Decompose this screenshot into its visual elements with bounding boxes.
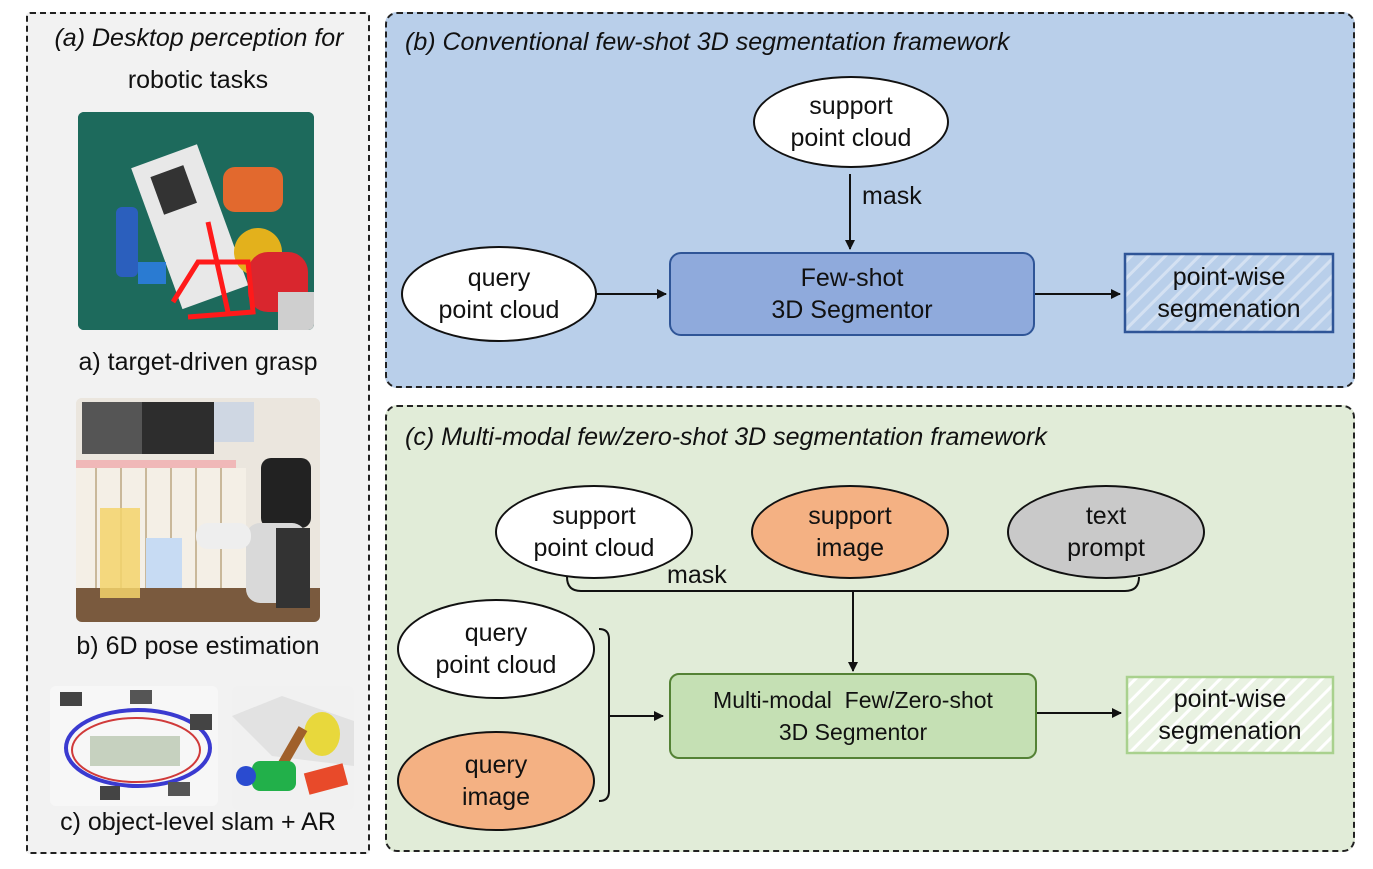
point-wise-segmentation-output: point-wise segmenation xyxy=(1127,677,1333,753)
panel-c-connectors xyxy=(566,576,1335,802)
segmentor-line2: 3D Segmentor xyxy=(771,296,933,324)
query-brace xyxy=(598,628,610,802)
pose-photo xyxy=(76,398,320,622)
query-image-node: query image xyxy=(397,731,595,831)
caption-slam-ar: c) object-level slam + AR xyxy=(60,808,336,836)
grasp-photo xyxy=(78,112,314,330)
output-line1: point-wise xyxy=(1172,263,1286,291)
support-img-line1: support xyxy=(808,502,892,530)
text-line1: text xyxy=(1085,502,1127,530)
mask-label: mask xyxy=(667,561,727,589)
support-img-line2: image xyxy=(815,534,885,562)
panel-multimodal-framework: (c) Multi-modal few/zero-shot 3D segment… xyxy=(385,405,1355,852)
panel-b-connectors xyxy=(597,174,1335,334)
output-line2: segmenation xyxy=(1158,717,1302,745)
output-line1: point-wise xyxy=(1173,685,1287,713)
support-pc-line2: point cloud xyxy=(533,534,655,562)
panel-conventional-framework: (b) Conventional few-shot 3D segmentatio… xyxy=(385,12,1355,388)
segmentor-line2: 3D Segmentor xyxy=(778,719,928,745)
support-line2: point cloud xyxy=(790,124,912,152)
query-img-line1: query xyxy=(464,751,528,779)
support-pc-line1: support xyxy=(552,502,636,530)
output-line2: segmenation xyxy=(1157,295,1301,323)
query-point-cloud-node: query point cloud xyxy=(397,599,595,699)
query-point-cloud-node: query point cloud xyxy=(401,246,597,342)
multimodal-segmentor-box: Multi-modal Few/Zero-shot 3D Segmentor xyxy=(669,673,1037,759)
support-image-node: support image xyxy=(751,485,949,579)
query-line1: query xyxy=(467,264,531,292)
few-shot-segmentor-box: Few-shot 3D Segmentor xyxy=(669,252,1035,336)
text-line2: prompt xyxy=(1067,534,1145,562)
support-point-cloud-node: support point cloud xyxy=(495,485,693,579)
query-line2: point cloud xyxy=(438,296,560,324)
panel-a-title-line1: (a) Desktop perception for xyxy=(54,24,344,52)
support-point-cloud-node: support point cloud xyxy=(753,76,949,168)
panel-b-title: (b) Conventional few-shot 3D segmentatio… xyxy=(405,28,1010,56)
query-img-line2: image xyxy=(461,783,531,811)
input-brace xyxy=(566,576,1140,592)
panel-desktop-perception: (a) Desktop perception for robotic tasks… xyxy=(26,12,370,854)
segmentor-line1: Few-shot xyxy=(800,264,904,292)
segmentor-line1: Multi-modal Few/Zero-shot xyxy=(713,687,993,713)
output-hatch-box xyxy=(1123,252,1335,334)
ar-photo xyxy=(232,686,354,810)
text-prompt-node: text prompt xyxy=(1007,485,1205,579)
slam-photo xyxy=(50,686,218,806)
support-line1: support xyxy=(809,92,893,120)
panel-a-title-line2: robotic tasks xyxy=(127,66,269,94)
query-pc-line2: point cloud xyxy=(435,651,557,679)
caption-grasp: a) target-driven grasp xyxy=(78,348,318,376)
output-hatch-box xyxy=(1125,675,1335,755)
point-wise-segmentation-output: point-wise segmenation xyxy=(1125,254,1333,332)
query-pc-line1: query xyxy=(464,619,528,647)
panel-c-title: (c) Multi-modal few/zero-shot 3D segment… xyxy=(405,423,1047,451)
mask-label: mask xyxy=(862,182,922,210)
caption-pose: b) 6D pose estimation xyxy=(76,632,320,660)
